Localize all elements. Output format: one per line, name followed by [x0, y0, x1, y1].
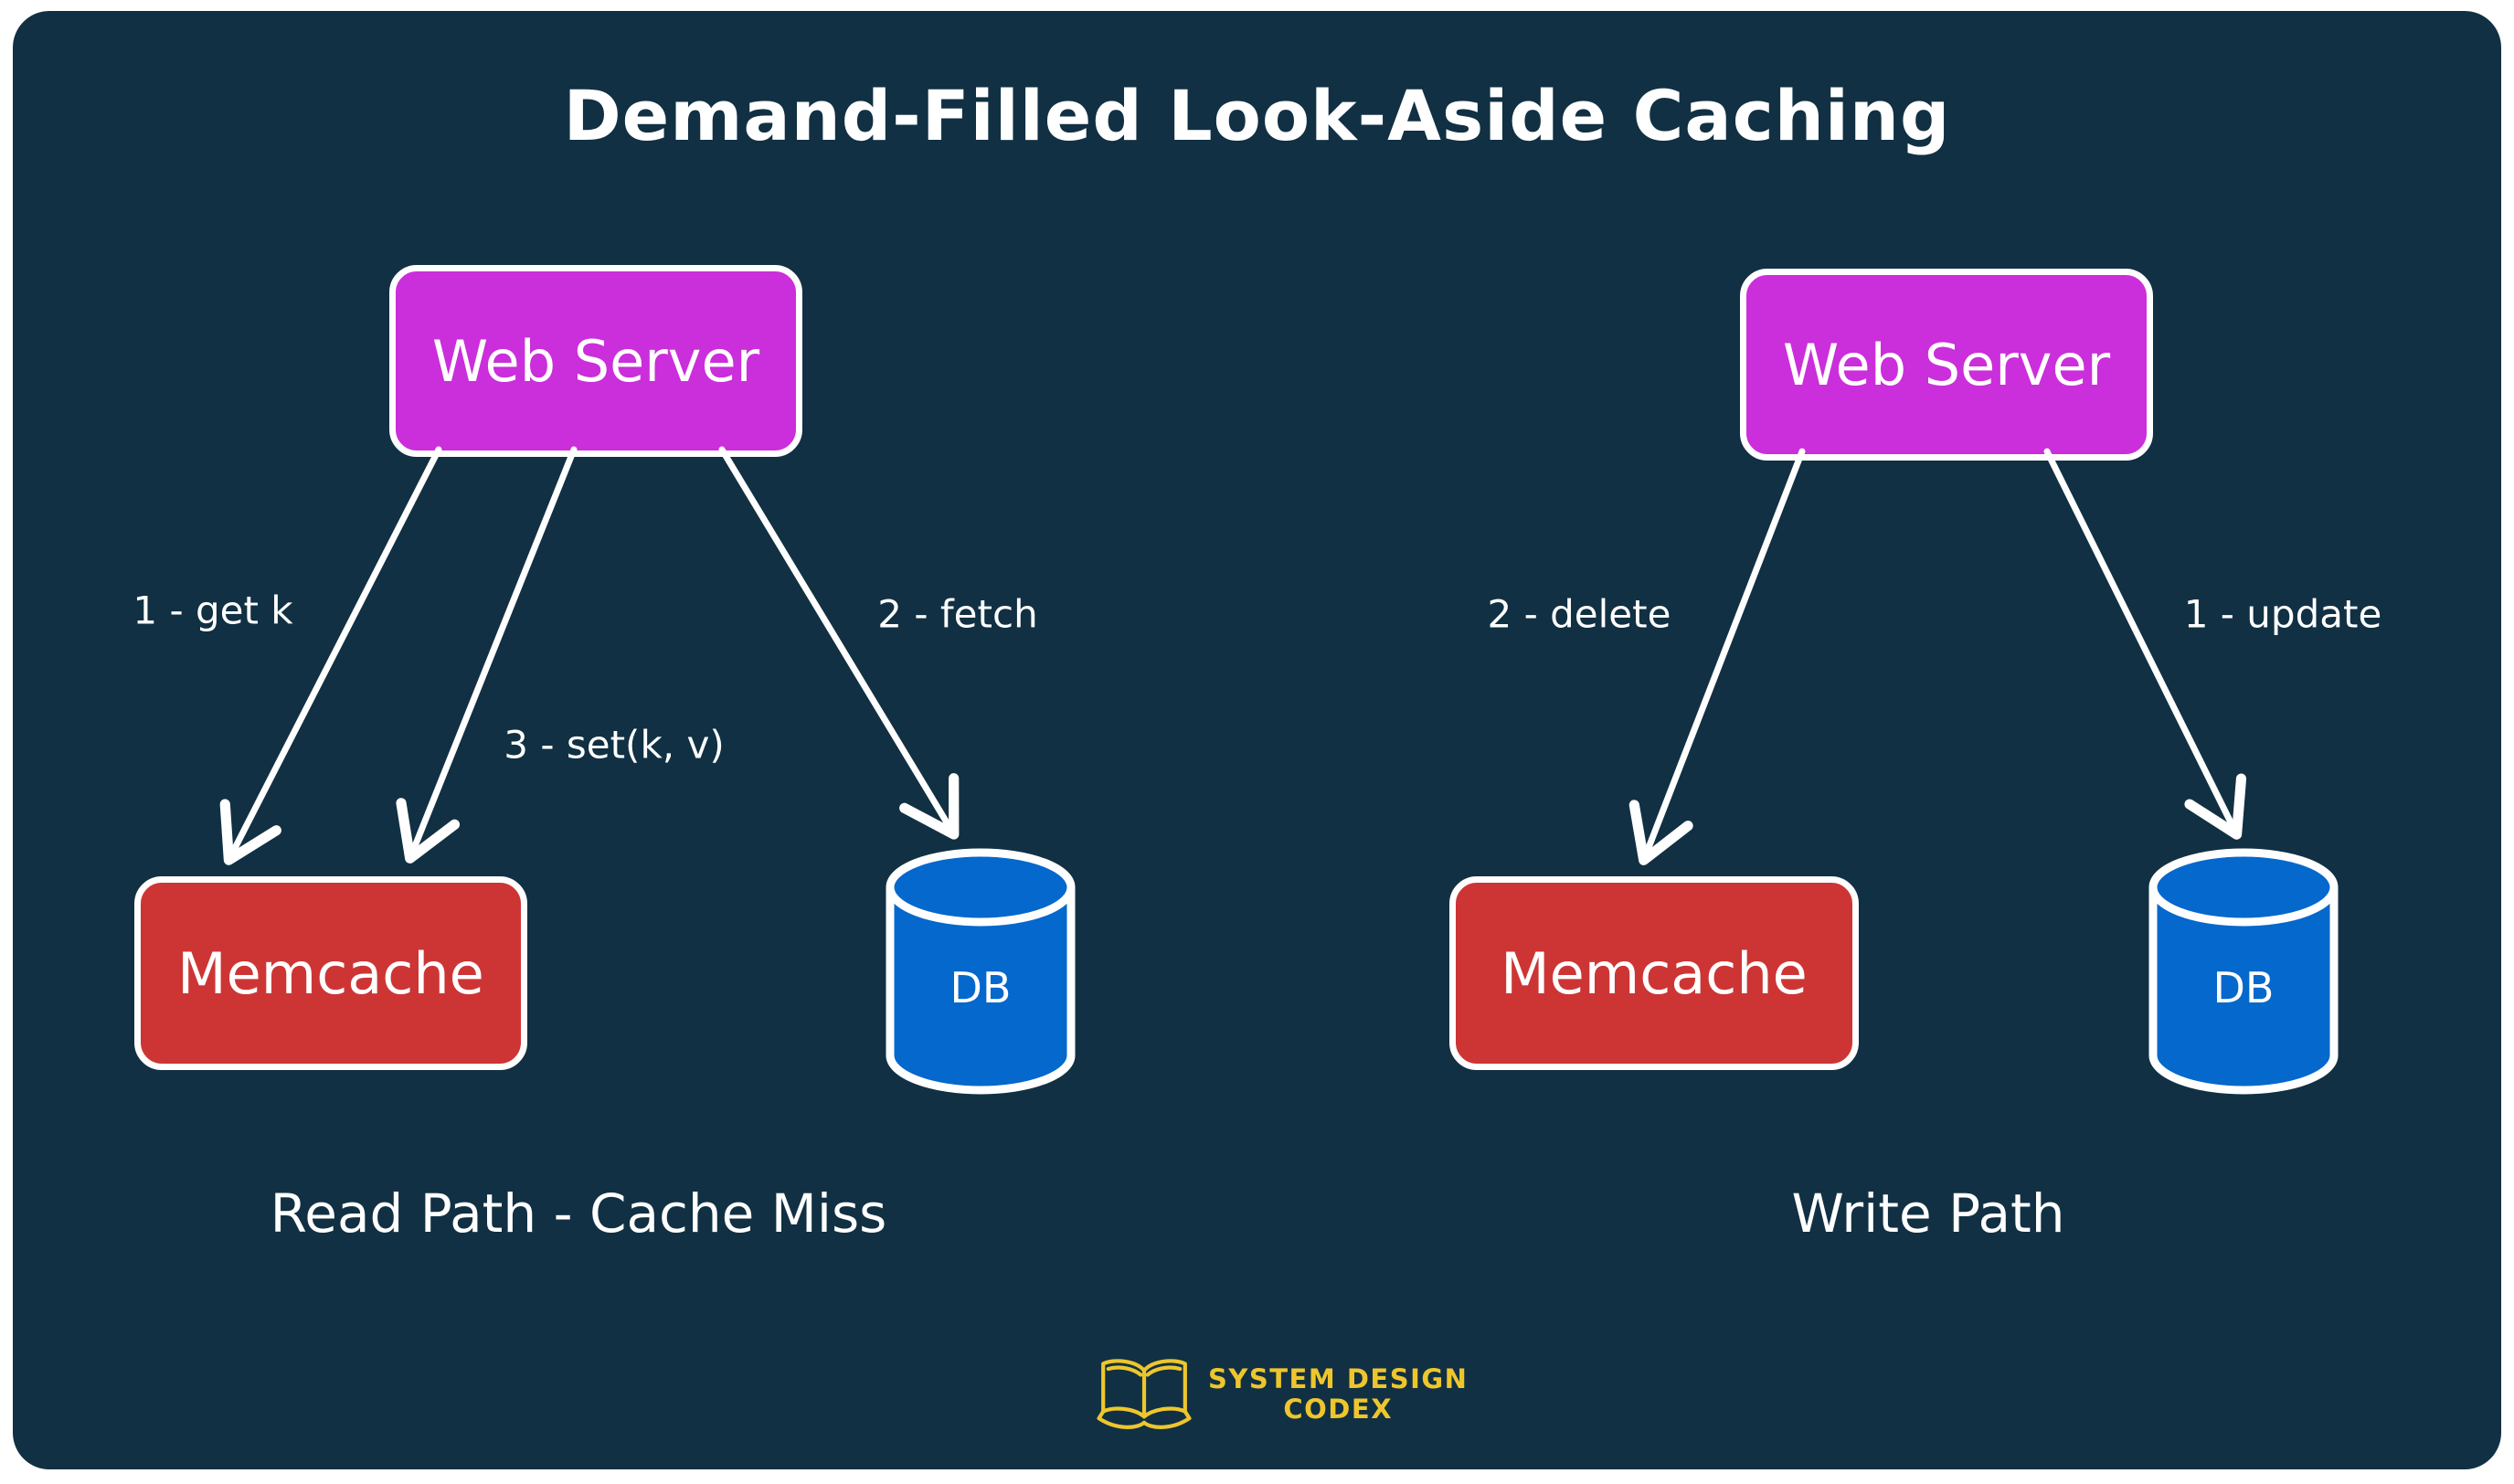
node-db-write-label: DB	[2213, 963, 2275, 1012]
node-memcache-read: Memcache	[134, 876, 527, 1070]
node-web-server-write: Web Server	[1740, 269, 2153, 461]
caption-read-path: Read Path - Cache Miss	[270, 1182, 887, 1245]
page-title: Demand-Filled Look-Aside Caching	[563, 75, 1951, 156]
node-web-server-read-label: Web Server	[431, 327, 760, 395]
node-memcache-write: Memcache	[1449, 876, 1859, 1070]
edge-label-update: 1 - update	[2183, 591, 2382, 637]
edge-label-get-k: 1 - get k	[133, 588, 293, 633]
db-cylinder-top	[2148, 848, 2339, 927]
brand-logo-line1: SYSTEM DESIGN	[1208, 1362, 1469, 1394]
edge-label-set-kv: 3 - set(k, v)	[504, 722, 725, 768]
open-book-icon	[1097, 1359, 1192, 1429]
node-memcache-read-label: Memcache	[177, 939, 484, 1007]
db-cylinder-top	[886, 848, 1076, 927]
node-web-server-read: Web Server	[389, 265, 802, 457]
caption-write-path: Write Path	[1791, 1182, 2065, 1245]
node-web-server-write-label: Web Server	[1782, 331, 2111, 398]
brand-logo-text: SYSTEM DESIGN CODEX	[1208, 1362, 1469, 1426]
brand-logo-line2: CODEX	[1283, 1394, 1394, 1425]
diagram-board: Demand-Filled Look-Aside Caching Web Ser…	[13, 11, 2501, 1469]
brand-logo: SYSTEM DESIGN CODEX	[1093, 1351, 1468, 1438]
db-cylinder-body	[886, 887, 1076, 1095]
edge-label-delete: 2 - delete	[1487, 591, 1671, 637]
node-memcache-write-label: Memcache	[1501, 939, 1808, 1007]
node-db-read-label: DB	[950, 963, 1012, 1012]
node-db-read: DB	[886, 848, 1076, 1095]
edge-label-fetch: 2 - fetch	[877, 591, 1038, 637]
node-db-write: DB	[2148, 848, 2339, 1095]
db-cylinder-body	[2148, 887, 2339, 1095]
